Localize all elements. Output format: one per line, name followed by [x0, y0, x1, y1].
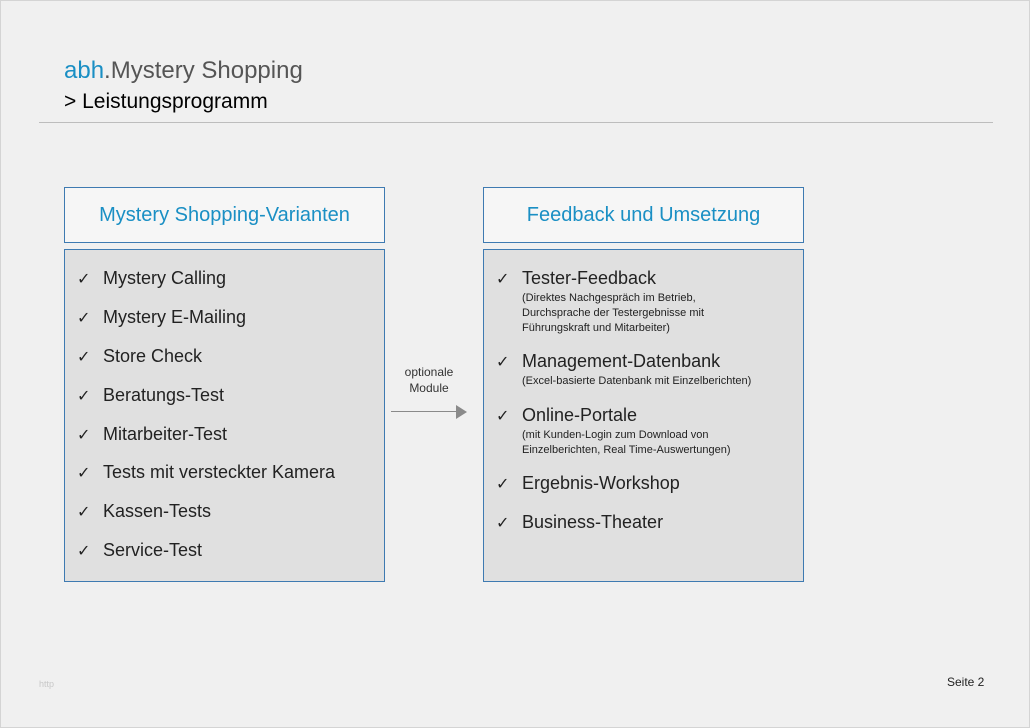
page-number: Seite 2: [947, 675, 985, 689]
left-panel-list: ✓Mystery Calling ✓Mystery E-Mailing ✓Sto…: [64, 249, 385, 582]
list-item: ✓Tester-Feedback (Direktes Nachgespräch …: [496, 268, 704, 334]
list-item: ✓Business-Theater: [496, 512, 664, 532]
list-item: ✓Beratungs-Test: [77, 385, 225, 405]
check-icon: ✓: [77, 465, 91, 482]
check-icon: ✓: [77, 543, 91, 560]
arrow-right-icon: [391, 411, 459, 412]
list-item: ✓Mystery Calling: [77, 268, 227, 288]
list-item: ✓Mitarbeiter-Test: [77, 424, 228, 444]
list-item: ✓Online-Portale (mit Kunden-Login zum Do…: [496, 405, 731, 456]
check-icon: ✓: [77, 504, 91, 521]
check-icon: ✓: [77, 427, 91, 444]
check-icon: ✓: [77, 271, 91, 288]
check-icon: ✓: [496, 354, 510, 371]
page-subtitle: > Leistungsprogramm: [64, 90, 268, 113]
list-item: ✓Management-Datenbank (Excel-basierte Da…: [496, 351, 752, 387]
list-item: ✓Mystery E-Mailing: [77, 307, 247, 327]
list-item: ✓Kassen-Tests: [77, 501, 212, 521]
right-panel-list: ✓Tester-Feedback (Direktes Nachgespräch …: [483, 249, 804, 582]
list-item: ✓Store Check: [77, 346, 203, 366]
list-item: ✓Service-Test: [77, 540, 203, 560]
item-description: (Direktes Nachgespräch im Betrieb, Durch…: [522, 292, 704, 334]
left-panel-heading: Mystery Shopping-Varianten: [64, 187, 385, 243]
check-icon: ✓: [77, 310, 91, 327]
header-divider: [39, 122, 993, 123]
page-title: abh.Mystery Shopping: [64, 57, 303, 85]
arrow-head-icon: [456, 405, 467, 419]
check-icon: ✓: [496, 271, 510, 288]
right-panel-heading: Feedback und Umsetzung: [483, 187, 804, 243]
check-icon: ✓: [496, 408, 510, 425]
item-description: (Excel-basierte Datenbank mit Einzelberi…: [522, 375, 752, 387]
item-description: (mit Kunden-Login zum Download von Einze…: [522, 429, 731, 456]
footer-url: http: [39, 679, 55, 689]
check-icon: ✓: [77, 349, 91, 366]
title-text: .Mystery Shopping: [104, 57, 303, 84]
list-item: ✓Ergebnis-Workshop: [496, 473, 680, 493]
check-icon: ✓: [496, 476, 510, 493]
arrow-label: optionale Module: [404, 365, 454, 395]
brand-label: abh: [64, 57, 105, 84]
check-icon: ✓: [77, 388, 91, 405]
check-icon: ✓: [496, 515, 510, 532]
list-item: ✓Tests mit versteckter Kamera: [77, 462, 336, 482]
